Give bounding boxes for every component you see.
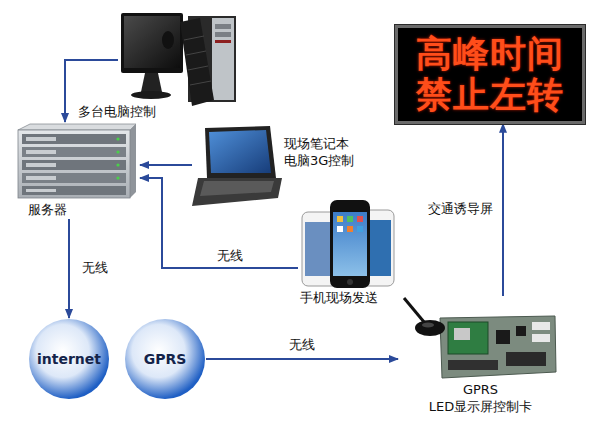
node-caption: GPRS LED显示屏控制卡 — [418, 382, 543, 416]
mobile-phones — [302, 200, 394, 288]
desktop-computer-part — [162, 31, 174, 49]
edge-label: 交通诱导屏 — [426, 201, 495, 218]
server-rack-part — [22, 173, 126, 183]
desktop-computer-part — [121, 13, 183, 73]
control-card-node: GPRS LED显示屏控制卡 — [398, 296, 563, 416]
desktop-computer-part — [212, 18, 234, 100]
server-rack-part — [22, 134, 126, 144]
control-card-part — [496, 330, 510, 344]
edge-label: 无线 — [287, 337, 317, 354]
network-circle: GPRS — [124, 318, 206, 400]
control-card-part — [415, 320, 445, 336]
mobile-phones-part — [330, 200, 370, 288]
mobile-phones-part — [333, 212, 367, 276]
server-rack-part — [22, 160, 126, 170]
desktop-computer-part — [124, 16, 180, 68]
server-rack-part — [26, 189, 56, 192]
node-caption: 多台电脑控制 — [78, 104, 248, 121]
server-rack — [18, 124, 136, 198]
control-card-part — [506, 352, 546, 366]
desktop-computer-part — [215, 24, 231, 29]
laptop-part — [209, 130, 271, 173]
server-rack-part — [22, 147, 126, 157]
mobile-phones-part — [337, 216, 343, 222]
circle-shape — [29, 319, 109, 399]
mobile-phones-part — [347, 279, 353, 285]
server-rack-part — [116, 150, 119, 153]
mobile-phones-part — [337, 226, 343, 232]
laptop-part — [205, 126, 276, 178]
mobile-phones-part — [357, 226, 363, 232]
server-rack-part — [18, 124, 136, 130]
control-card-part — [532, 322, 550, 330]
led-sign: 高峰时间禁止左转 — [395, 25, 585, 124]
image-space — [298, 200, 398, 290]
phone-node: 手机现场发送 — [298, 200, 398, 307]
control-card-part — [448, 360, 498, 370]
server-rack-part — [26, 163, 56, 167]
laptop — [192, 126, 282, 206]
desktop-computer-part — [180, 18, 214, 106]
image-space — [118, 8, 248, 104]
circle-text: internet — [37, 350, 101, 368]
desktop-computer-part — [141, 73, 162, 92]
desktop-node: 多台电脑控制 — [118, 8, 248, 121]
server-rack-part — [130, 124, 136, 198]
circle-text: GPRS — [144, 350, 187, 368]
control-card-part — [448, 322, 488, 354]
control-card-part — [516, 326, 526, 336]
image-space — [12, 122, 140, 202]
connector-arrow — [68, 219, 70, 318]
desktop-computer-part — [190, 81, 211, 85]
sign-text: 禁止左转 — [398, 74, 582, 115]
server-rack-part — [18, 130, 130, 198]
server-rack-part — [22, 186, 126, 195]
server-rack-part — [116, 137, 119, 140]
image-space — [192, 122, 284, 204]
desktop-computer-part — [188, 66, 208, 70]
connector-arrow — [502, 124, 504, 296]
desktop-computer — [121, 13, 236, 106]
server-node: 服务器 — [12, 122, 140, 219]
desktop-computer-part — [215, 40, 231, 43]
connector-arrow — [140, 164, 192, 166]
sign-text: 高峰时间 — [398, 33, 582, 74]
connector-arrow — [206, 358, 398, 360]
circle-shape — [125, 319, 205, 399]
node-caption: 服务器 — [12, 202, 140, 219]
server-rack-part — [26, 150, 56, 154]
edge-label: 无线 — [80, 260, 110, 277]
server-rack-part — [116, 176, 119, 179]
laptop-part — [192, 178, 282, 206]
server-rack-part — [26, 137, 56, 141]
desktop-computer-part — [215, 32, 231, 37]
desktop-computer-part — [184, 36, 204, 40]
mobile-phones-part — [357, 216, 363, 222]
control-card-part — [422, 323, 434, 328]
laptop-node: 现场笔记本 电脑3G控制 — [192, 122, 377, 204]
edge-label: 无线 — [215, 248, 245, 265]
control-card-part — [404, 298, 424, 322]
desktop-computer-part — [131, 91, 171, 99]
control-card-part — [454, 328, 470, 340]
control-card — [404, 298, 556, 378]
server-rack-part — [116, 163, 119, 166]
laptop-part — [200, 181, 274, 196]
mobile-phones-part — [347, 216, 353, 222]
image-space — [398, 296, 563, 382]
mobile-phones-part — [347, 226, 353, 232]
node-caption: 现场笔记本 电脑3G控制 — [284, 136, 374, 170]
server-rack-part — [26, 176, 56, 180]
desktop-computer-part — [186, 51, 206, 55]
control-card-part — [532, 334, 550, 342]
node-caption: 手机现场发送 — [298, 290, 398, 307]
network-circle: internet — [28, 318, 110, 400]
connector-arrow — [140, 178, 298, 268]
control-card-part — [440, 316, 556, 378]
